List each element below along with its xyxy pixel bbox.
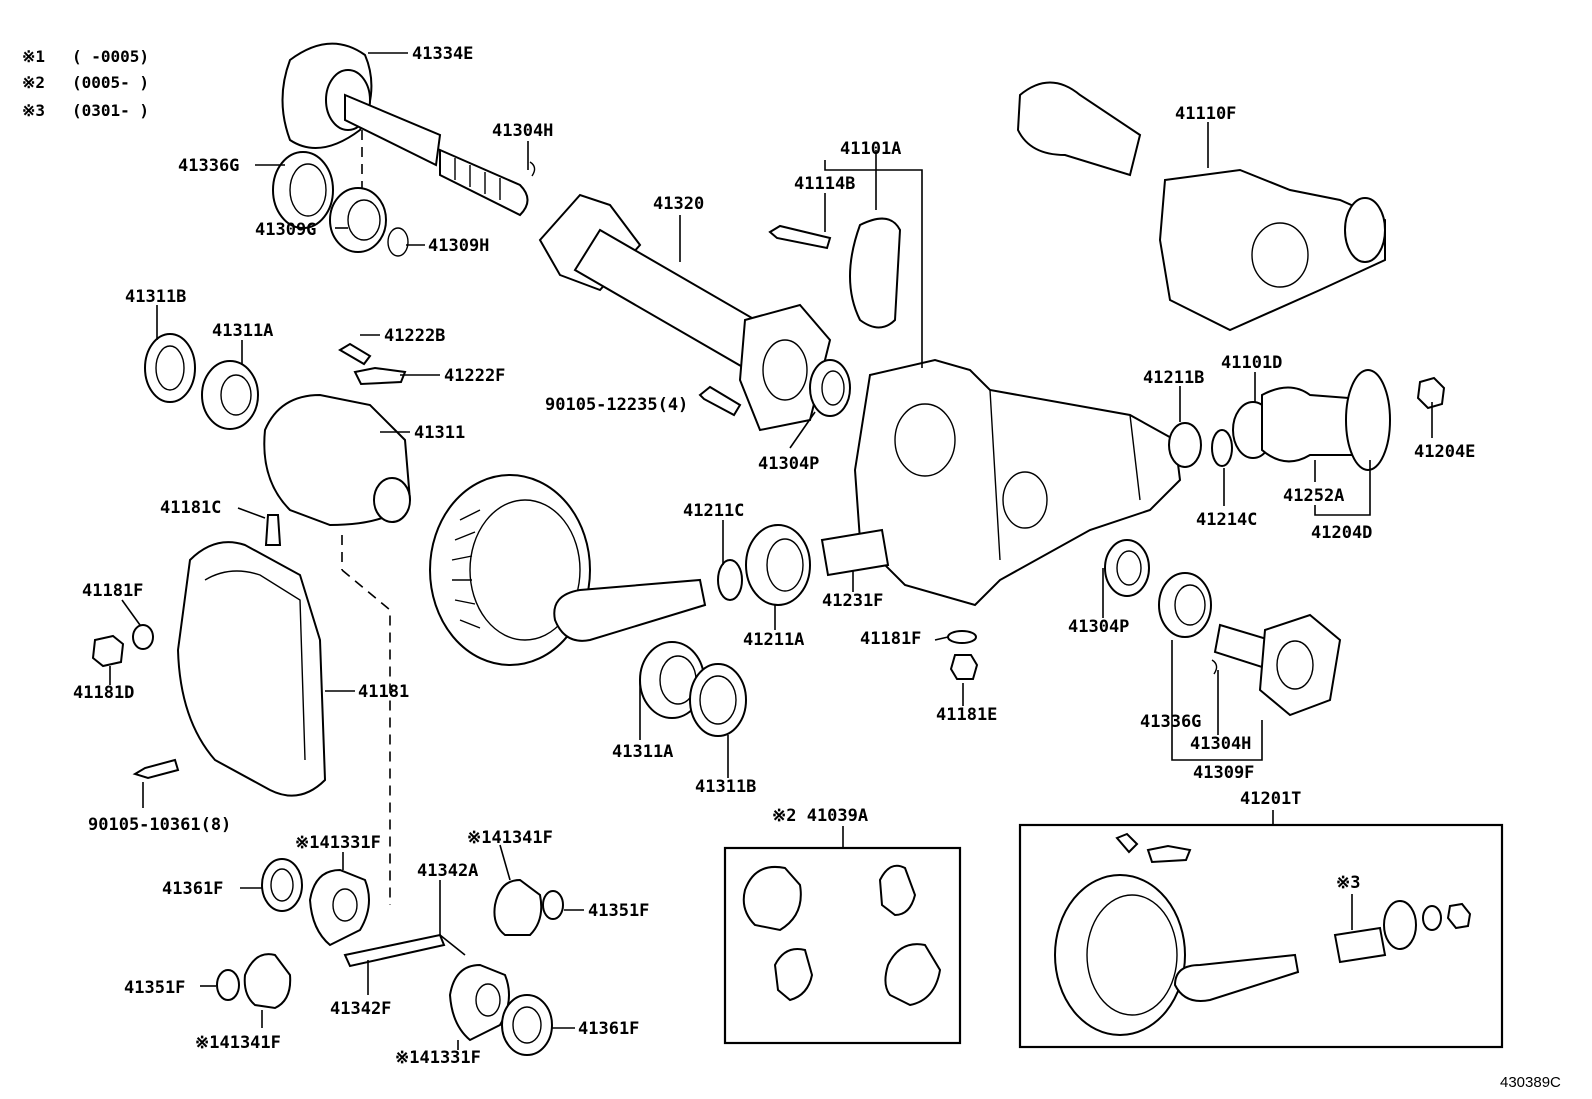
label-41309H: 41309H [428,236,489,256]
label-41361F-left: 41361F [162,879,223,899]
note-1-mark: ※1 [22,47,45,66]
ring-pinion-kit-41201T-box [1018,823,1504,1049]
oil-seal-41304P-top-drawing [809,359,851,417]
bearing-41309G-drawing [329,187,387,253]
label-41181: 41181 [358,682,409,702]
ring-gear-and-pinion-drawing [429,474,707,666]
label-41311A-top: 41311A [212,321,273,341]
bearing-41211A-drawing [745,524,811,606]
side-gear-41331F-top-drawing [308,868,370,947]
ring-pinion-kit-41201T-contents [1054,832,1472,1036]
label-41039A: ※2 41039A [772,806,868,826]
oil-seal-41336G-top-drawing [272,151,334,229]
label-41304H-top: 41304H [492,121,553,141]
label-41331F-bottom: ※141331F [395,1048,481,1068]
note-1-range: ( -0005) [72,47,149,66]
differential-case-41311-drawing [263,393,412,527]
label-41311A-bottom: 41311A [612,742,673,762]
label-41341F-top: ※141341F [467,828,553,848]
label-41304P-top: 41304P [758,454,819,474]
label-41114B: 41114B [794,174,855,194]
pinion-shaft-drawing [343,933,446,968]
label-41334E: 41334E [412,44,473,64]
label-41309F: 41309F [1193,763,1254,783]
note-3-mark: ※3 [22,101,45,120]
label-41252A: 41252A [1283,486,1344,506]
label-41181E: 41181E [936,705,997,725]
label-41181F-mid: 41181F [860,629,921,649]
label-41201T: 41201T [1240,789,1301,809]
callout-labels: 41334E 41304H 41336G 41309G 41309H 41320… [73,44,1475,1068]
side-gear-41331F-bottom-drawing [448,963,510,1042]
label-41214C: 41214C [1196,510,1257,530]
label-41342F: 41342F [330,999,391,1019]
label-41336G-top: 41336G [178,156,239,176]
label-41211C: 41211C [683,501,744,521]
label-41320: 41320 [653,194,704,214]
label-41101A: 41101A [840,139,901,159]
label-41181F-left: 41181F [82,581,143,601]
label-41304P-mid: 41304P [1068,617,1129,637]
note-2-mark: ※2 [22,73,45,92]
label-41311B-bottom: 41311B [695,777,756,797]
carrier-housing-drawing [853,358,1182,607]
label-41304H-bottom: 41304H [1190,734,1251,754]
label-41181D: 41181D [73,683,134,703]
pinion-gear-41341F-bottom-drawing [243,953,292,1010]
bearing-cap-drawing [849,217,902,329]
figure-reference: 430389C [1500,1074,1561,1091]
leader-lines [109,52,1433,1050]
label-90105-10361: 90105-10361(8) [88,815,231,835]
label-41342A: 41342A [417,861,478,881]
label-41311B-top: 41311B [125,287,186,307]
label-41361F-right: 41361F [578,1019,639,1039]
left-axle-shaft-drawing [281,42,529,217]
label-41331F-top: ※141331F [295,833,381,853]
label-41222B: 41222B [384,326,445,346]
label-41351F-left: 41351F [124,978,185,998]
label-90105-12235: 90105-12235(4) [545,395,688,415]
label-41309G: 41309G [255,220,316,240]
label-41222F: 41222F [444,366,505,386]
front-differential-assembly-drawing [1016,81,1386,332]
label-41211B: 41211B [1143,368,1204,388]
label-41181C: 41181C [160,498,221,518]
label-41101D: 41101D [1221,353,1282,373]
note-2-range: (0005- ) [72,73,149,92]
bearing-41311A-top-drawing [201,360,259,430]
note-3-range: (0301- ) [72,101,149,120]
label-41351F-right: 41351F [588,901,649,921]
pinion-gear-41341F-top-drawing [493,878,543,936]
oil-seal-41311B-top-drawing [144,333,196,403]
label-41110F: 41110F [1175,104,1236,124]
gear-kit-41039A-contents [742,864,942,1007]
label-41341F-bottom: ※141341F [195,1033,281,1053]
label-41204D: 41204D [1311,523,1372,543]
differential-cover-41181-drawing [176,541,327,797]
label-mark-3: ※3 [1336,873,1360,893]
label-41336G-bottom: 41336G [1140,712,1201,732]
label-41211A: 41211A [743,630,804,650]
axle-tube-41320-drawing [538,193,832,432]
label-41204E: 41204E [1414,442,1475,462]
label-41231F: 41231F [822,591,883,611]
label-41311: 41311 [414,423,465,443]
notes-legend: ※1 ( -0005) ※2 (0005- ) ※3 (0301- ) [22,47,149,120]
right-axle-shaft-drawing [1213,613,1342,717]
companion-flange-drawing [1261,369,1391,471]
